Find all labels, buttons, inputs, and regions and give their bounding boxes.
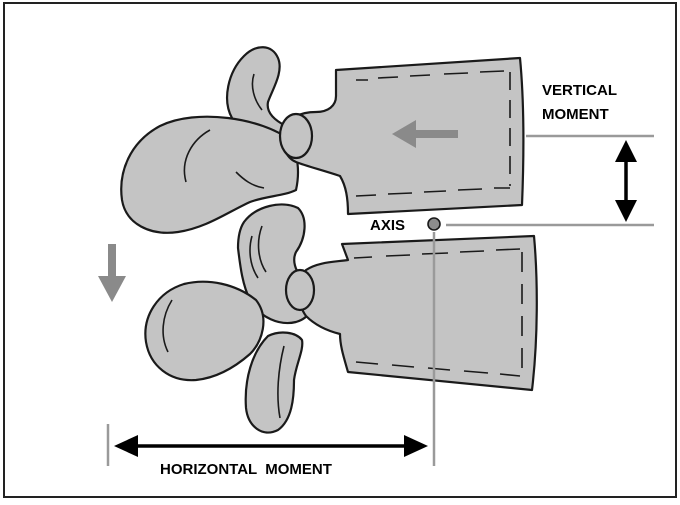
horizontal-moment-label: HORIZONTAL MOMENT — [160, 461, 332, 478]
lower-vertebra — [145, 204, 536, 432]
upper-pedicle — [280, 114, 312, 158]
vertical-moment-label-line1: VERTICAL — [542, 82, 617, 99]
vertical-moment-arrow — [615, 140, 637, 222]
axis-label: AXIS — [370, 217, 405, 234]
lower-vertebral-body — [299, 236, 537, 390]
downward-arrow — [98, 244, 126, 302]
axis-point — [428, 218, 440, 230]
vertical-moment-label-line2: MOMENT — [542, 106, 609, 123]
upper-vertebra — [121, 47, 523, 233]
lower-pedicle — [286, 270, 314, 310]
horizontal-moment-arrow — [114, 435, 428, 457]
